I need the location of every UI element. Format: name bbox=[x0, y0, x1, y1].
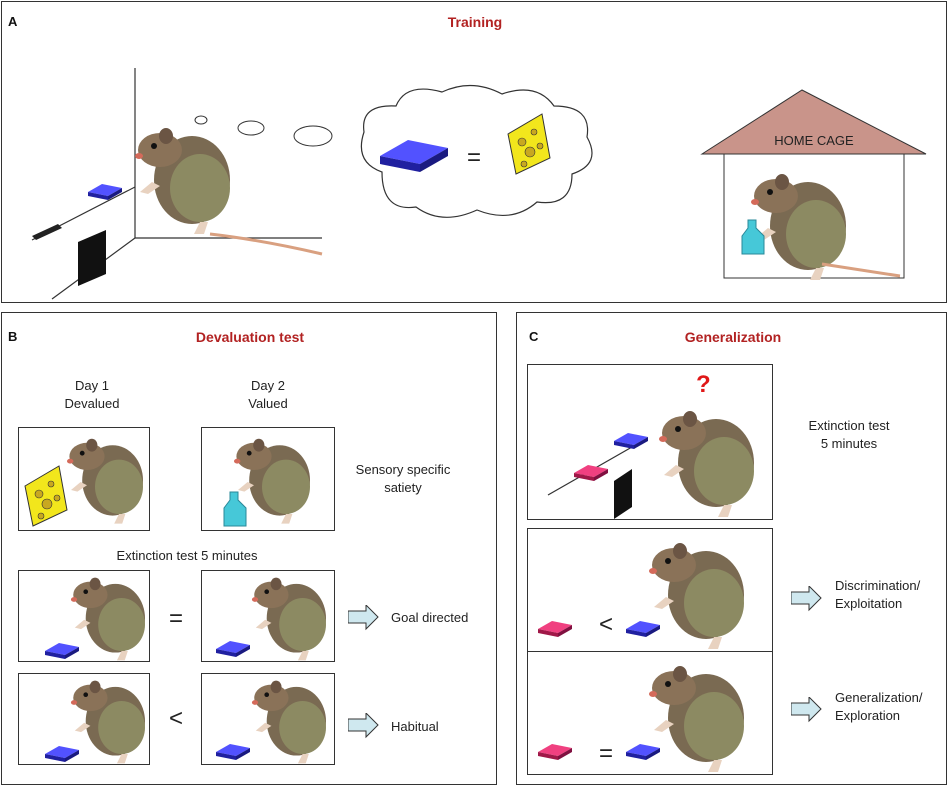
day2-label: Day 2 Valued bbox=[208, 377, 328, 413]
b-row1-symbol: = bbox=[168, 605, 183, 632]
thought-dot-large bbox=[293, 125, 333, 147]
c-row1-arrow bbox=[791, 586, 822, 611]
b-row2-arrow bbox=[348, 713, 379, 738]
b-row2-left-lever bbox=[45, 746, 79, 762]
c-question-mark: ? bbox=[696, 371, 711, 398]
c-extinction-box: ? bbox=[527, 364, 773, 520]
home-cage-mouse-tail bbox=[821, 262, 901, 278]
day2-water-bottle bbox=[223, 491, 247, 527]
extinction-test-label: Extinction test 5 minutes bbox=[116, 548, 258, 563]
satiety-line2: satiety bbox=[384, 480, 422, 495]
b-row1-right-box bbox=[201, 570, 335, 662]
training-black-panel bbox=[78, 230, 106, 286]
day2-line1: Day 2 bbox=[251, 378, 285, 393]
b-row2-right-mouse bbox=[251, 680, 326, 764]
home-cage-label: HOME CAGE bbox=[774, 133, 854, 148]
satiety-label: Sensory specific satiety bbox=[338, 461, 468, 497]
c-ext-line2: 5 minutes bbox=[820, 436, 878, 451]
thought-dot-small bbox=[194, 115, 208, 125]
day2-line2: Valued bbox=[248, 396, 288, 411]
c-row2-box: = bbox=[527, 651, 773, 775]
b-row1-right-mouse bbox=[251, 577, 326, 661]
c-row1-symbol: < bbox=[598, 611, 613, 638]
b-row1-right-lever bbox=[216, 641, 250, 657]
c-row2-result-line2: Exploration bbox=[835, 708, 901, 723]
panel-a-label: A bbox=[8, 14, 18, 29]
c-pink-lever bbox=[574, 465, 608, 481]
c-ext-line1: Extinction test bbox=[808, 418, 890, 433]
panel-b: B Devaluation test Day 1 Devalued Day 2 … bbox=[1, 312, 497, 785]
panel-c: C Generalization ? Extinction test 5 min… bbox=[516, 312, 947, 785]
panel-a-illustration bbox=[31, 68, 927, 300]
b-row2-symbol: < bbox=[168, 705, 183, 732]
c-row1-result: Discrimination/ Exploitation bbox=[835, 577, 920, 613]
day1-cheese bbox=[24, 465, 68, 527]
training-lever-holder bbox=[32, 224, 62, 240]
cloud-equals-sign: = bbox=[466, 144, 481, 171]
b-row1-arrow bbox=[348, 605, 379, 630]
panel-b-title: Devaluation test bbox=[195, 329, 305, 345]
b-row2-left-mouse bbox=[70, 680, 145, 764]
c-extinction-label: Extinction test 5 minutes bbox=[789, 417, 909, 453]
b-row1-left-lever bbox=[45, 643, 79, 659]
c-row1-result-line2: Exploitation bbox=[835, 596, 903, 611]
c-row1-mouse bbox=[649, 543, 744, 649]
c-row1-pink-lever bbox=[538, 621, 572, 637]
b-row1-left-mouse bbox=[70, 577, 145, 661]
c-row2-symbol: = bbox=[598, 740, 613, 767]
b-row2-right-box bbox=[201, 673, 335, 765]
day1-devalued-box bbox=[18, 427, 150, 531]
panel-c-title: Generalization bbox=[684, 329, 782, 345]
satiety-line1: Sensory specific bbox=[355, 462, 451, 477]
day1-line2: Devalued bbox=[64, 396, 120, 411]
c-row1-result-line1: Discrimination/ bbox=[835, 578, 921, 593]
c-row1-blue-lever bbox=[626, 621, 660, 637]
c-blue-lever bbox=[614, 433, 648, 449]
day2-valued-box bbox=[201, 427, 335, 531]
day1-mouse bbox=[67, 438, 143, 524]
c-row2-result: Generalization/ Exploration bbox=[835, 689, 922, 725]
day1-label: Day 1 Devalued bbox=[32, 377, 152, 413]
thought-dot-medium bbox=[237, 120, 265, 136]
day1-line1: Day 1 bbox=[75, 378, 109, 393]
panel-c-label: C bbox=[529, 329, 539, 344]
c-row2-arrow bbox=[791, 697, 822, 722]
b-row1-result: Goal directed bbox=[391, 610, 469, 625]
c-row2-blue-lever bbox=[626, 744, 660, 760]
b-row2-result: Habitual bbox=[391, 719, 439, 734]
panel-a-title: Training bbox=[447, 14, 503, 30]
training-blue-lever bbox=[88, 184, 122, 200]
c-question-mouse bbox=[659, 411, 754, 517]
c-row2-pink-lever bbox=[538, 744, 572, 760]
panel-a: A Training = HOME CAGE bbox=[1, 1, 947, 303]
b-row2-right-lever bbox=[216, 744, 250, 760]
panel-b-label: B bbox=[8, 329, 18, 344]
c-row2-result-line1: Generalization/ bbox=[835, 690, 923, 705]
training-mouse-tail bbox=[209, 232, 323, 256]
c-row2-mouse bbox=[649, 666, 744, 772]
training-mouse bbox=[135, 128, 230, 234]
b-row2-left-box bbox=[18, 673, 150, 765]
c-row1-box: < bbox=[527, 528, 773, 652]
c-black-panel bbox=[614, 469, 632, 519]
b-row1-left-box bbox=[18, 570, 150, 662]
